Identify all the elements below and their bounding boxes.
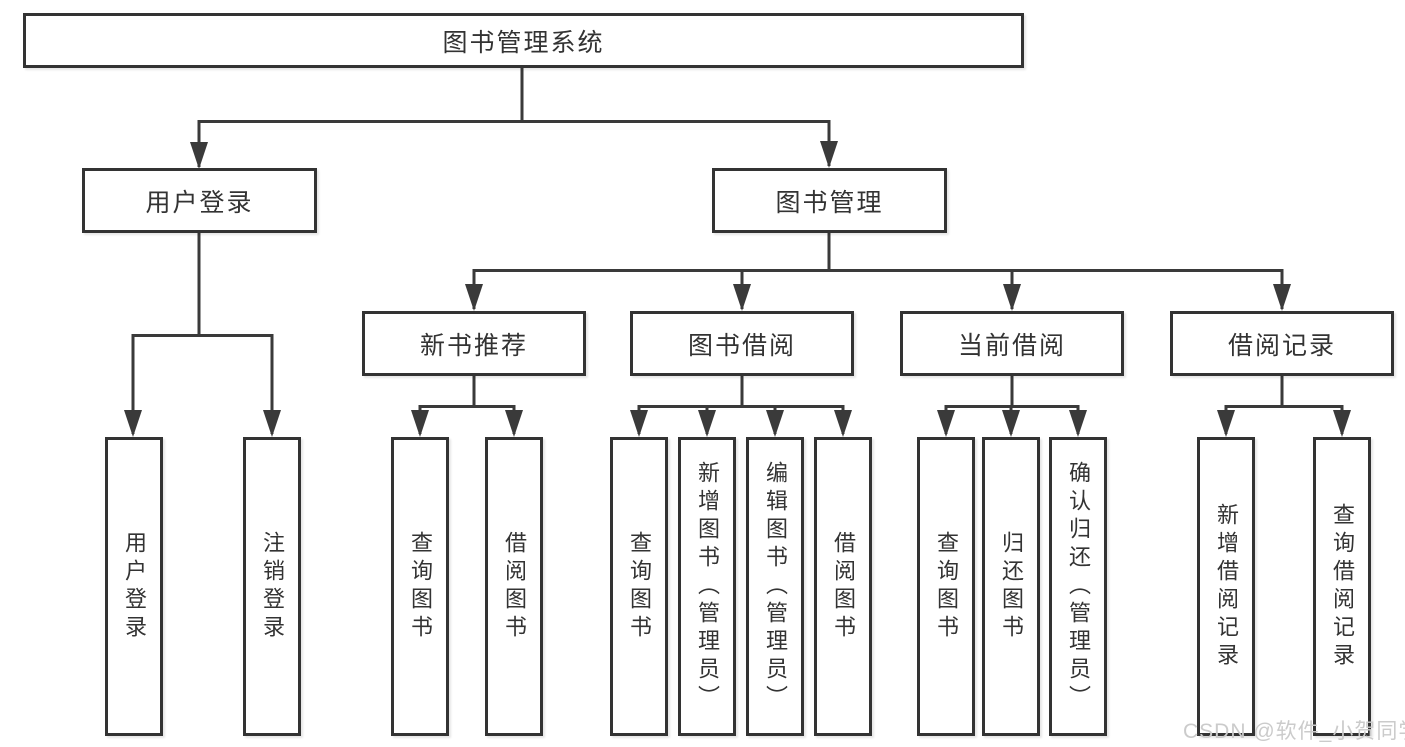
arrow-down-icon xyxy=(1069,410,1087,437)
arrow-down-icon xyxy=(263,410,281,437)
leaf-add-borrow-record: 新增借阅记录 xyxy=(1197,437,1255,736)
leaf-borrow-books-borrowing: 借阅图书 xyxy=(814,437,872,736)
leaf-return-books: 归还图书 xyxy=(982,437,1040,736)
csdn-watermark: CSDN @软件_小贺同学 xyxy=(1183,720,1405,743)
arrow-down-icon xyxy=(937,410,955,437)
arrow-down-icon xyxy=(1333,410,1351,437)
arrow-down-icon xyxy=(1003,284,1021,311)
leaf-query-books-current: 查询图书 xyxy=(917,437,975,736)
arrow-down-icon xyxy=(820,141,838,168)
leaf-borrow-books-recommend: 借阅图书 xyxy=(485,437,543,736)
arrow-down-icon xyxy=(411,410,429,437)
arrow-down-icon xyxy=(630,410,648,437)
arrow-down-icon xyxy=(766,410,784,437)
arrow-down-icon xyxy=(1002,410,1020,437)
node-library-system: 图书管理系统 xyxy=(23,13,1024,68)
node-book-borrowing: 图书借阅 xyxy=(630,311,854,376)
arrow-down-icon xyxy=(124,410,142,437)
arrow-down-icon xyxy=(190,142,208,169)
node-borrowing-records: 借阅记录 xyxy=(1170,311,1394,376)
leaf-query-borrow-record: 查询借阅记录 xyxy=(1313,437,1371,736)
leaf-logout: 注销登录 xyxy=(243,437,301,736)
arrow-down-icon xyxy=(733,284,751,311)
arrow-down-icon xyxy=(465,284,483,311)
arrow-down-icons xyxy=(124,141,1351,437)
node-user-login: 用户登录 xyxy=(82,168,317,233)
leaf-edit-books-admin: 编辑图书（管理员） xyxy=(746,437,804,736)
arrow-down-icon xyxy=(698,410,716,437)
leaf-add-books-admin: 新增图书（管理员） xyxy=(678,437,736,736)
node-new-book-recommendation: 新书推荐 xyxy=(362,311,586,376)
arrow-down-icon xyxy=(505,410,523,437)
arrow-down-icon xyxy=(834,410,852,437)
leaf-query-books-recommend: 查询图书 xyxy=(391,437,449,736)
node-book-management: 图书管理 xyxy=(712,168,947,233)
tree-edges xyxy=(131,66,1344,434)
node-current-borrowing: 当前借阅 xyxy=(900,311,1124,376)
arrow-down-icon xyxy=(1273,284,1291,311)
leaf-user-login: 用户登录 xyxy=(105,437,163,736)
leaf-query-books-borrowing: 查询图书 xyxy=(610,437,668,736)
arrow-down-icon xyxy=(1217,410,1235,437)
leaf-confirm-return-admin: 确认归还（管理员） xyxy=(1049,437,1107,736)
